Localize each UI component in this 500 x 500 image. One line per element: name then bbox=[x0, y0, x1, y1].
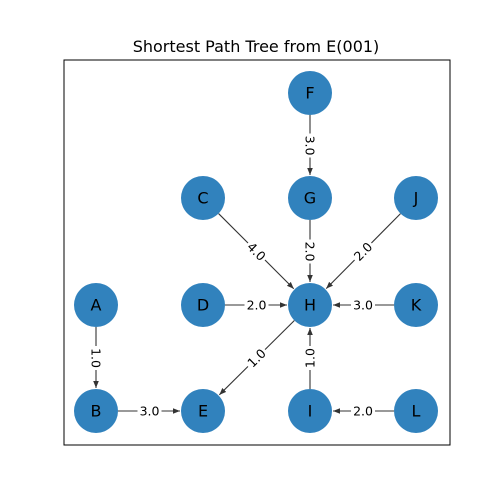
node-label: E bbox=[198, 402, 208, 421]
edge-weight-label-group: 3.0 bbox=[137, 403, 162, 419]
node-I: I bbox=[288, 389, 332, 433]
edge-weight-label-group: 3.0 bbox=[302, 133, 318, 158]
edge-weight-label-group: 4.0 bbox=[242, 237, 271, 266]
node-circle bbox=[394, 176, 438, 220]
node-label: A bbox=[91, 296, 102, 315]
node-D: D bbox=[181, 283, 225, 327]
edge-weight-label-group: 2.0 bbox=[302, 239, 318, 264]
edge-weight-label-group: 1.0 bbox=[302, 346, 318, 370]
edge-weight-label: 2.0 bbox=[303, 242, 318, 262]
edge-weight-label-group: 2.0 bbox=[351, 403, 375, 419]
node-circle bbox=[181, 176, 225, 220]
edge-weight-background bbox=[351, 297, 375, 313]
edge-I-H: 1.0 bbox=[302, 328, 318, 389]
node-label: K bbox=[411, 296, 422, 315]
edge-weight-label: 2.0 bbox=[353, 404, 373, 419]
edge-weight-label: 1.0 bbox=[89, 348, 104, 368]
edge-weight-label-group: 1.0 bbox=[88, 346, 104, 370]
edge-G-H: 2.0 bbox=[302, 220, 318, 282]
edge-D-H: 2.0 bbox=[225, 297, 287, 313]
node-L: L bbox=[394, 389, 438, 433]
node-H: H bbox=[288, 283, 332, 327]
edge-weight-background bbox=[302, 346, 318, 370]
edge-weight-label: 3.0 bbox=[353, 298, 373, 313]
node-B: B bbox=[74, 389, 118, 433]
edge-weight-label-group: 3.0 bbox=[351, 297, 375, 313]
edges-layer: 3.0 2.0 4.0 2.0 2.0 3.0 1.0 1.0 1.0 3.0 2.0 bbox=[88, 115, 401, 419]
edge-weight-background bbox=[242, 237, 271, 266]
node-circle bbox=[181, 389, 225, 433]
node-A: A bbox=[74, 283, 118, 327]
node-label: F bbox=[305, 84, 314, 103]
node-label: J bbox=[413, 189, 419, 208]
node-circle bbox=[288, 71, 332, 115]
node-G: G bbox=[288, 176, 332, 220]
edge-K-H: 3.0 bbox=[333, 297, 394, 313]
edge-H-E: 1.0 bbox=[218, 320, 295, 396]
node-K: K bbox=[394, 283, 438, 327]
edge-weight-label: 3.0 bbox=[303, 136, 318, 156]
diagram-title: Shortest Path Tree from E(001) bbox=[133, 37, 380, 56]
edge-weight-label-group: 2.0 bbox=[244, 297, 269, 313]
edge-weight-background bbox=[351, 403, 375, 419]
edge-weight-label: 2.0 bbox=[247, 298, 267, 313]
edge-A-B: 1.0 bbox=[88, 327, 104, 388]
node-circle bbox=[74, 389, 118, 433]
edge-C-H: 4.0 bbox=[218, 213, 295, 290]
node-label: H bbox=[304, 296, 316, 315]
edge-weight-background bbox=[302, 239, 318, 264]
nodes-layer: F C G J A D H K B E I L bbox=[74, 71, 438, 433]
node-label: L bbox=[412, 402, 421, 421]
edge-weight-background bbox=[348, 237, 378, 266]
node-label: C bbox=[197, 189, 208, 208]
node-circle bbox=[394, 283, 438, 327]
edge-weight-background bbox=[302, 133, 318, 158]
edge-B-E: 3.0 bbox=[118, 403, 180, 419]
node-E: E bbox=[181, 389, 225, 433]
node-circle bbox=[288, 389, 332, 433]
edge-weight-background bbox=[244, 297, 269, 313]
edge-weight-background bbox=[88, 346, 104, 370]
node-label: D bbox=[197, 296, 209, 315]
node-circle bbox=[288, 283, 332, 327]
edge-weight-background bbox=[137, 403, 162, 419]
plot-frame bbox=[63, 59, 451, 446]
node-label: I bbox=[308, 402, 313, 421]
node-J: J bbox=[394, 176, 438, 220]
edge-weight-background bbox=[242, 343, 271, 373]
node-label: B bbox=[91, 402, 102, 421]
edge-L-I: 2.0 bbox=[333, 403, 394, 419]
node-circle bbox=[288, 176, 332, 220]
node-label: G bbox=[304, 189, 316, 208]
edge-F-G: 3.0 bbox=[302, 115, 318, 175]
node-F: F bbox=[288, 71, 332, 115]
node-C: C bbox=[181, 176, 225, 220]
edge-J-H: 2.0 bbox=[325, 213, 401, 290]
edge-weight-label: 1.0 bbox=[303, 348, 318, 368]
node-circle bbox=[181, 283, 225, 327]
node-circle bbox=[394, 389, 438, 433]
node-circle bbox=[74, 283, 118, 327]
edge-weight-label: 3.0 bbox=[140, 404, 160, 419]
